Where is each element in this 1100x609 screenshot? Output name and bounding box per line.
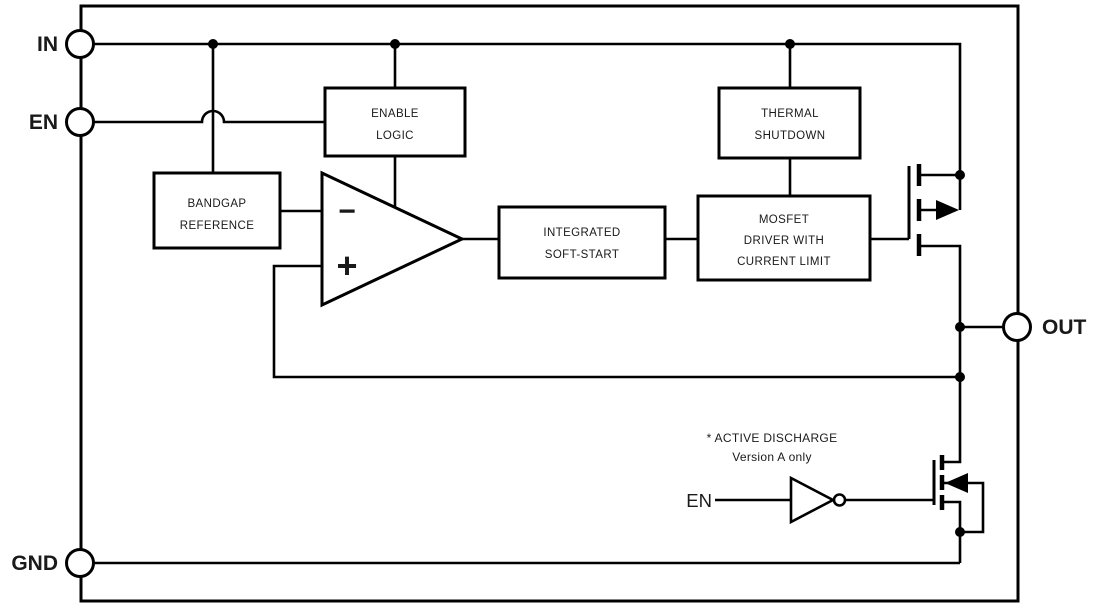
soft-start-label-2: SOFT-START xyxy=(545,249,620,261)
mosfet-driver-label-1: MOSFET xyxy=(759,214,809,226)
wire-in-rail xyxy=(94,42,962,210)
enable-logic-box xyxy=(323,86,467,158)
pin-out-label: OUT xyxy=(1042,316,1087,339)
block-mosfet-driver: MOSFET DRIVER WITH CURRENT LIMIT xyxy=(696,194,872,282)
junction-dot xyxy=(955,372,965,382)
wire-pmos-drain-to-out xyxy=(921,244,962,464)
active-discharge-section: * ACTIVE DISCHARGE Version A only EN xyxy=(686,431,847,525)
mosfet-driver-label-3: CURRENT LIMIT xyxy=(737,256,831,268)
pin-gnd-label: GND xyxy=(11,552,58,575)
junction-dot xyxy=(955,170,965,180)
block-thermal-shutdown: THERMAL SHUTDOWN xyxy=(717,86,862,160)
error-amplifier: − + xyxy=(320,170,466,308)
block-integrated-soft-start: INTEGRATED SOFT-START xyxy=(497,205,667,280)
junction-dot xyxy=(955,527,965,537)
thermal-shutdown-label-2: SHUTDOWN xyxy=(755,130,826,142)
pin-en-label: EN xyxy=(29,111,58,134)
junction-dots xyxy=(208,39,965,537)
bandgap-reference-box xyxy=(152,171,282,250)
wiring xyxy=(94,42,1004,565)
pass-mosfet-symbol xyxy=(907,164,959,256)
block-enable-logic: ENABLE LOGIC xyxy=(323,86,467,158)
inverting-input-symbol: − xyxy=(338,195,356,228)
enable-logic-label-1: ENABLE xyxy=(371,108,419,120)
inverter-triangle xyxy=(789,475,836,525)
active-discharge-note-2: Version A only xyxy=(732,450,812,464)
mosfet-driver-box xyxy=(696,194,872,282)
pin-gnd xyxy=(65,548,95,578)
wire-feedback xyxy=(272,264,960,379)
junction-dot xyxy=(390,39,400,49)
wire-nmos-source xyxy=(944,500,962,563)
pin-out xyxy=(1002,312,1032,342)
chip-outline xyxy=(79,4,1020,603)
noninverting-input-symbol: + xyxy=(336,245,357,286)
enable-logic-label-2: LOGIC xyxy=(376,130,414,142)
wire-en-with-hop xyxy=(94,109,325,124)
pins: IN EN GND OUT xyxy=(11,29,1087,578)
active-discharge-note-1: * ACTIVE DISCHARGE xyxy=(707,431,838,445)
pin-in-label: IN xyxy=(37,33,58,56)
junction-dot xyxy=(955,322,965,332)
soft-start-box xyxy=(497,205,667,280)
thermal-shutdown-box xyxy=(717,86,862,160)
block-bandgap-reference: BANDGAP REFERENCE xyxy=(152,171,282,250)
error-amplifier-triangle xyxy=(320,170,466,308)
soft-start-label-1: INTEGRATED xyxy=(543,227,620,239)
discharge-mosfet-symbol xyxy=(932,455,968,510)
mosfet-driver-label-2: DRIVER WITH xyxy=(744,235,824,247)
nmos-body-arrow xyxy=(945,473,968,493)
pin-en xyxy=(65,107,95,137)
junction-dot xyxy=(208,39,218,49)
junction-dot xyxy=(785,39,795,49)
thermal-shutdown-label-1: THERMAL xyxy=(761,108,819,120)
inverter-input-label: EN xyxy=(686,490,712,511)
pmos-body-arrow xyxy=(936,200,959,220)
bandgap-label-1: BANDGAP xyxy=(187,198,246,210)
inverter-bubble xyxy=(832,493,847,507)
bandgap-label-2: REFERENCE xyxy=(180,220,255,232)
pin-in xyxy=(65,29,95,59)
